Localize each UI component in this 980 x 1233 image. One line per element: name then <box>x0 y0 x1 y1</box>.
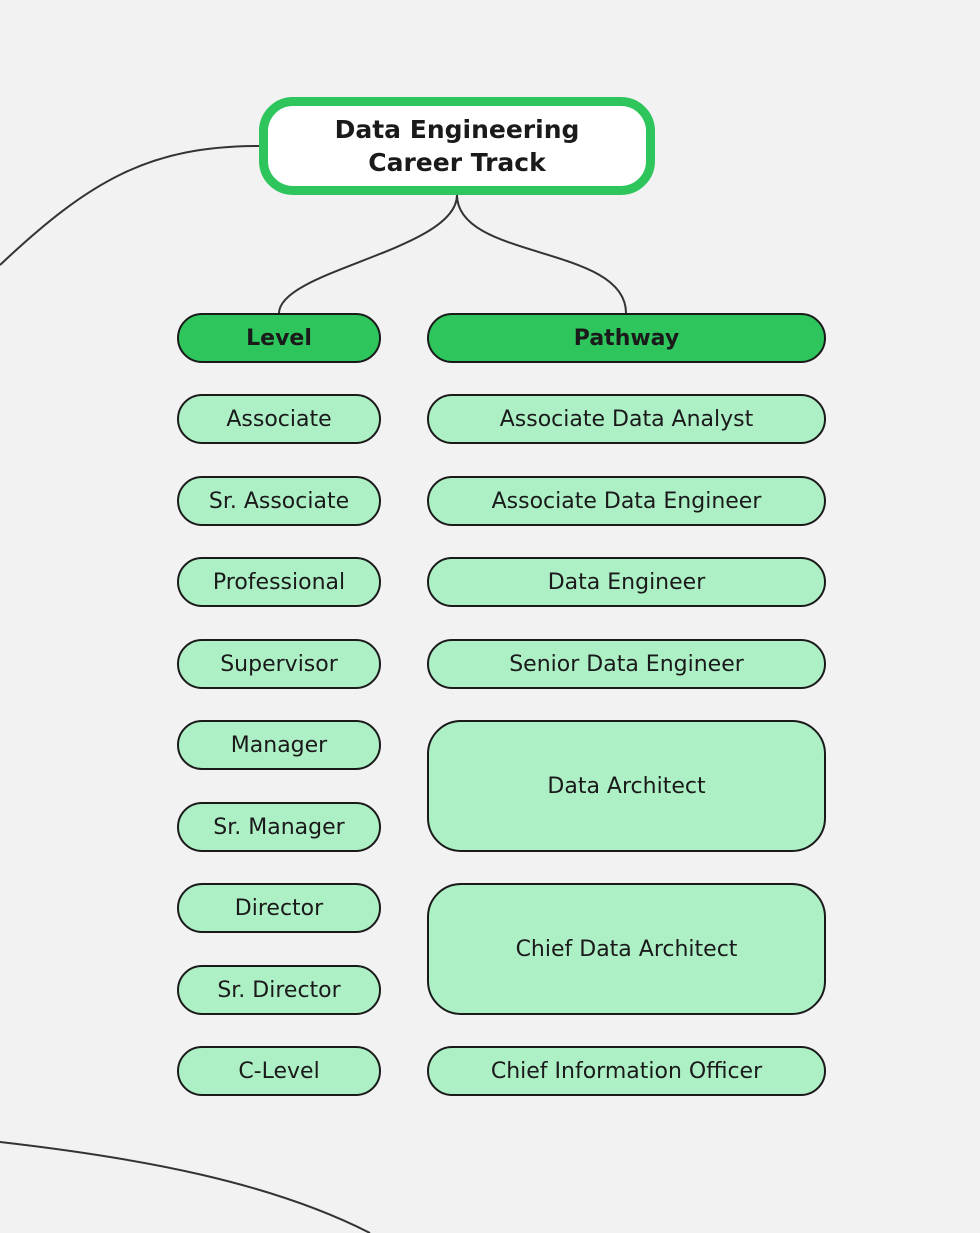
level-node-sr-associate[interactable]: Sr. Associate <box>177 476 381 526</box>
root-title-line1: Data Engineering <box>334 115 580 144</box>
level-node-sr-manager[interactable]: Sr. Manager <box>177 802 381 852</box>
pathway-header-node[interactable]: Pathway <box>427 313 826 363</box>
root-title-line2: Career Track <box>368 148 546 177</box>
connector-root-to-offscreen-left <box>0 145 260 266</box>
level-node-manager[interactable]: Manager <box>177 720 381 770</box>
level-node-professional[interactable]: Professional <box>177 557 381 607</box>
connector-bottom-offscreen <box>0 1141 371 1233</box>
pathway-node-data-engineer[interactable]: Data Engineer <box>427 557 826 607</box>
pathway-node-chief-data-architect[interactable]: Chief Data Architect <box>427 883 826 1015</box>
level-header-node[interactable]: Level <box>177 313 381 363</box>
pathway-node-senior-data-engineer[interactable]: Senior Data Engineer <box>427 639 826 689</box>
pathway-node-associate-data-engineer[interactable]: Associate Data Engineer <box>427 476 826 526</box>
level-node-associate[interactable]: Associate <box>177 394 381 444</box>
level-node-sr-director[interactable]: Sr. Director <box>177 965 381 1015</box>
pathway-node-chief-information-officer[interactable]: Chief Information Officer <box>427 1046 826 1096</box>
level-node-supervisor[interactable]: Supervisor <box>177 639 381 689</box>
connector-root-to-pathway <box>456 194 627 314</box>
connector-root-to-level <box>278 194 458 314</box>
level-node-director[interactable]: Director <box>177 883 381 933</box>
level-node-c-level[interactable]: C-Level <box>177 1046 381 1096</box>
pathway-node-associate-data-analyst[interactable]: Associate Data Analyst <box>427 394 826 444</box>
root-node-career-track[interactable]: Data Engineering Career Track <box>259 97 655 195</box>
pathway-node-data-architect[interactable]: Data Architect <box>427 720 826 852</box>
